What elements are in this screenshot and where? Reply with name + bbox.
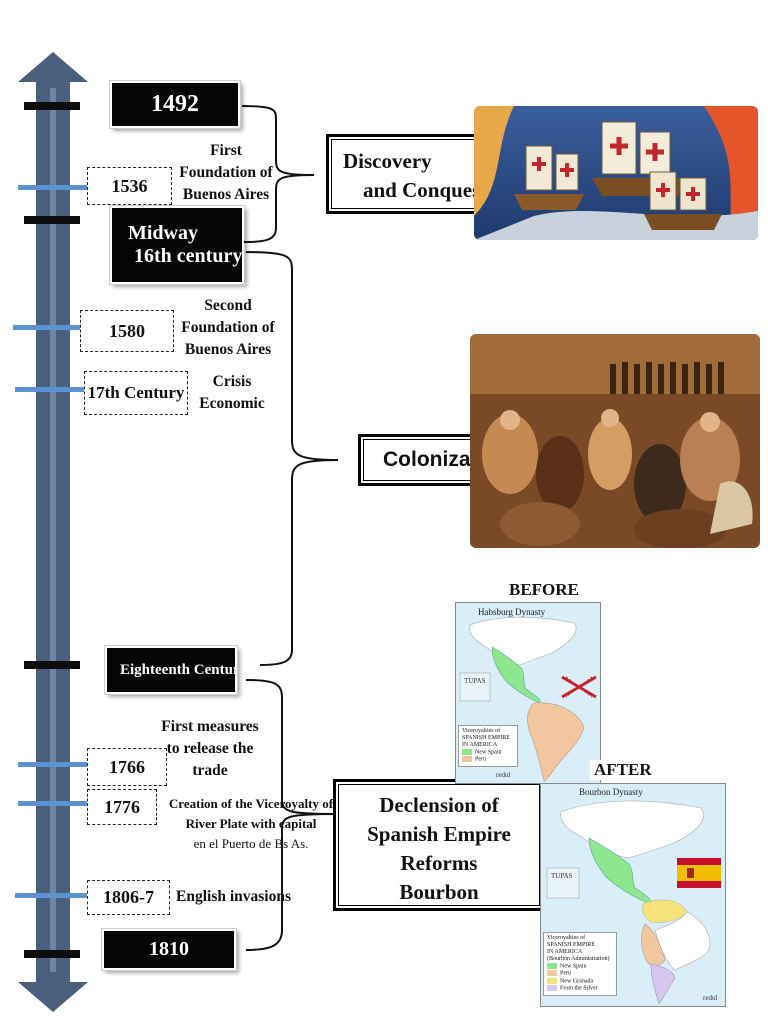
after-legend-i1: New Spain <box>560 963 587 970</box>
tick-1810 <box>24 950 80 958</box>
topic-declension-line4: Bourbon <box>399 880 479 904</box>
map-after-title: Bourbon Dynasty <box>579 787 643 797</box>
tick-1580 <box>13 325 93 330</box>
after-legend-t2: SPANISH EMPIRE <box>547 942 595 948</box>
map-before-watermark: redul <box>496 771 511 779</box>
date-1776: 1776 <box>87 789 157 825</box>
label-1806-7: English invasions <box>176 888 292 905</box>
label-1766-line1: First measures <box>161 718 259 735</box>
label-1536-line1: First <box>210 142 242 159</box>
label-1536-line3: Buenos Aires <box>182 186 270 203</box>
map-before: Habsburg Dynasty TUPAS Viceroyalties of … <box>455 602 601 784</box>
map-after-inset-label: TUPAS <box>551 872 573 880</box>
date-1766: 1766 <box>87 748 167 786</box>
after-legend-t3: IN AMERICA <box>547 949 583 955</box>
topic-declension-line2: Spanish Empire <box>367 822 511 846</box>
tick-1776 <box>18 801 98 806</box>
after-legend-t4: (Bourbon Administration) <box>547 956 610 962</box>
swatch-new-spain <box>462 749 472 755</box>
ship-3 <box>644 171 722 230</box>
tick-midway <box>24 216 80 224</box>
map-after-legend: Viceroyalties of SPANISH EMPIRE IN AMERI… <box>543 932 617 996</box>
after-legend-i4: From the Silver <box>560 985 598 992</box>
date-1806-7: 1806-7 <box>87 880 170 915</box>
map-before-inset-label: TUPAS <box>464 677 486 685</box>
topic-declension: Declension of Spanish Empire Reforms Bou… <box>333 779 545 911</box>
bracket-declension <box>245 679 337 951</box>
mural-soldiers-row <box>610 362 724 394</box>
swatch-new-spain-after <box>547 963 557 969</box>
ships-painting <box>474 106 758 240</box>
swatch-peru-after <box>547 970 557 977</box>
label-17c-line2: Economic <box>199 395 265 412</box>
topic-declension-line3: Reforms <box>400 851 478 875</box>
spain-flag-icon <box>677 858 721 888</box>
label-1776-line3: en el Puerto de Bs As. <box>193 836 309 851</box>
bracket-colonization <box>245 251 339 666</box>
arrow-up-icon <box>18 52 88 92</box>
period-brackets <box>241 105 339 951</box>
before-legend-i1: New Spain <box>475 749 502 756</box>
map-after-continents <box>546 800 711 1005</box>
after-legend-t1: Viceroyalties of <box>547 935 586 941</box>
after-legend-i3: New Granada <box>560 978 594 985</box>
label-1766: First measures to release the trade <box>150 716 270 782</box>
year-1810: 1810 <box>104 931 234 968</box>
bracket-discovery <box>241 105 315 243</box>
swatch-peru <box>462 756 472 763</box>
caption-before: BEFORE <box>509 580 579 599</box>
map-after-watermark: redul <box>703 994 718 1002</box>
label-1580-line2: Foundation of <box>181 319 275 336</box>
colonization-mural <box>470 334 760 548</box>
before-legend-t2: SPANISH EMPIRE <box>462 735 510 741</box>
axis-bar-highlight <box>50 88 56 978</box>
tick-eighteenth <box>24 661 80 669</box>
topic-discovery-line1: Discovery <box>343 149 432 173</box>
before-legend-t3: IN AMERICA <box>462 742 498 748</box>
mural-illustration <box>470 334 760 548</box>
tick-17c <box>15 387 95 392</box>
map-before-title: Habsburg Dynasty <box>478 607 546 617</box>
label-17c: Crisis Economic <box>192 371 272 415</box>
topic-discovery-line2: and Conquest <box>363 178 488 202</box>
caravels-illustration <box>474 106 758 240</box>
map-after: Bourbon Dynasty TUPAS Viceroyalties of S… <box>540 783 726 1007</box>
after-legend-i2: Peru <box>560 970 571 977</box>
year-eighteenth: Eighteenth Century <box>107 648 235 692</box>
map-before-legend: Viceroyalties of SPANISH EMPIRE IN AMERI… <box>458 725 518 767</box>
caption-after: AFTER <box>590 760 656 780</box>
midway-line2: 16th century <box>134 245 242 267</box>
eighteenth-label: Eighteenth Century <box>120 661 235 678</box>
year-1492: 1492 <box>112 83 238 126</box>
tick-1766 <box>18 762 98 767</box>
label-1536: First Foundation of Buenos Aires <box>174 140 278 206</box>
swatch-silver <box>547 985 557 992</box>
date-1536: 1536 <box>87 167 172 205</box>
label-1580-line1: Second <box>204 297 252 314</box>
midway-line1: Midway <box>128 222 198 244</box>
label-1776: Creation of the Viceroyalty of River Pla… <box>156 794 346 854</box>
label-1776-line1: Creation of the Viceroyalty of <box>168 796 334 811</box>
map-before-continents <box>459 616 597 782</box>
label-1580-line3: Buenos Aires <box>184 341 272 358</box>
date-17th-century: 17th Century <box>84 371 188 415</box>
date-1580: 1580 <box>80 310 174 352</box>
label-1580: Second Foundation of Buenos Aires <box>170 295 286 361</box>
arrow-down-icon <box>18 972 88 1012</box>
before-legend-t1: Viceroyalties of <box>462 728 501 734</box>
tick-1536 <box>18 185 98 190</box>
before-legend-i2: Peru <box>475 756 486 763</box>
label-1766-line3: trade <box>192 762 228 779</box>
label-1536-line2: Foundation of <box>179 164 273 181</box>
mural-figures <box>482 409 753 548</box>
tick-1806 <box>15 893 95 898</box>
ship-1 <box>514 145 584 210</box>
tick-1492 <box>24 102 80 110</box>
swatch-new-granada <box>547 977 557 984</box>
year-midway-16th: Midway 16th century <box>112 208 242 282</box>
topic-declension-line1: Declension of <box>379 793 499 817</box>
label-1766-line2: to release the <box>166 740 254 757</box>
label-17c-line1: Crisis <box>212 373 252 390</box>
